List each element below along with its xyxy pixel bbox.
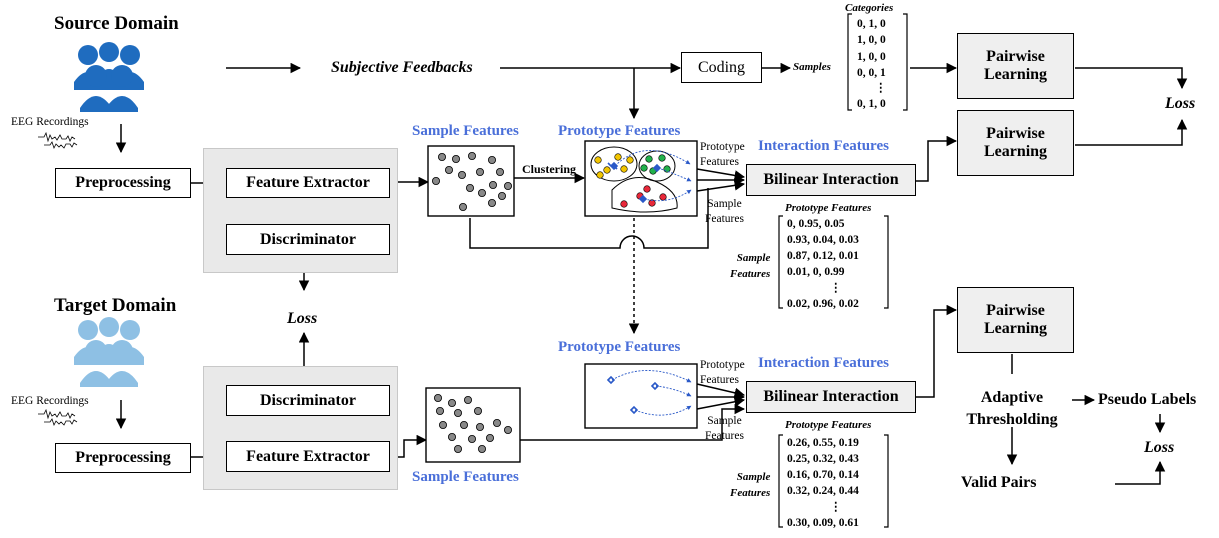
label-line: Features	[730, 267, 771, 280]
target-loss-label: Loss	[1144, 439, 1175, 456]
box-line: Learning	[983, 66, 1048, 83]
matrix-row: 0.30, 0.09, 0.61	[787, 517, 859, 529]
target-prototype-features-label: Prototype Features	[558, 339, 681, 355]
label-line: Adaptive	[980, 389, 1044, 406]
matrix-row: 0, 0.95, 0.05	[787, 218, 845, 230]
target-preprocessing-box: Preprocessing	[55, 443, 191, 473]
label-line: Prototype	[700, 359, 745, 371]
target-feature-extractor-box: Feature Extractor	[226, 441, 390, 472]
target-matrix-side-label: Sample Features	[730, 470, 770, 502]
matrix-row: ⋮	[830, 282, 842, 294]
domain-loss-label: Loss	[287, 310, 318, 327]
matrix-row: 0.26, 0.55, 0.19	[787, 437, 859, 449]
samples-label: Samples	[793, 61, 831, 73]
label-line: Features	[730, 486, 771, 499]
source-preprocessing-box: Preprocessing	[55, 168, 191, 198]
target-interaction-features-label: Interaction Features	[758, 355, 889, 371]
target-domain-title: Target Domain	[54, 295, 177, 316]
label-line: Sample	[736, 471, 771, 483]
matrix-row: 1, 0, 0	[857, 34, 886, 46]
valid-pairs-label: Valid Pairs	[961, 474, 1037, 491]
label-line: Features	[700, 155, 739, 168]
source-prototype-input-label: Prototype Features	[700, 140, 745, 170]
source-interaction-features-label: Interaction Features	[758, 138, 889, 154]
coding-box: Coding	[681, 52, 762, 83]
source-domain-title: Source Domain	[54, 13, 179, 34]
box-line: Pairwise	[986, 302, 1045, 319]
label-line: Sample	[707, 198, 742, 210]
source-matrix-side-label: Sample Features	[730, 251, 770, 283]
target-sample-features-label: Sample Features	[412, 469, 519, 485]
target-bilinear-box: Bilinear Interaction	[746, 381, 916, 413]
matrix-row: ⋮	[830, 501, 842, 513]
label-line: Sample	[707, 415, 742, 427]
box-line: Pairwise	[986, 48, 1045, 65]
source-pairwise-learning-mid: Pairwise Learning	[957, 110, 1074, 176]
matrix-row: 0.87, 0.12, 0.01	[787, 250, 859, 262]
sample-points	[431, 151, 512, 211]
label-line: Features	[705, 429, 744, 442]
source-matrix-title: Prototype Features	[785, 202, 872, 214]
target-discriminator-box: Discriminator	[226, 385, 390, 416]
matrix-row: ⋮	[875, 82, 887, 94]
subjective-feedbacks-label: Subjective Feedbacks	[331, 59, 473, 76]
matrix-row: 0.01, 0, 0.99	[787, 266, 845, 278]
source-eeg-label: EEG Recordings	[11, 116, 89, 128]
label-line: Features	[700, 373, 739, 386]
label-line: Features	[705, 212, 744, 225]
source-discriminator-box: Discriminator	[226, 224, 390, 255]
source-feature-extractor-box: Feature Extractor	[226, 168, 390, 198]
matrix-row: 0.16, 0.70, 0.14	[787, 469, 859, 481]
eeg-wave-icon	[38, 408, 76, 420]
matrix-row: 0.02, 0.96, 0.02	[787, 298, 859, 310]
matrix-row: 0, 0, 1	[857, 67, 886, 79]
target-prototype-input-label: Prototype Features	[700, 358, 745, 388]
pseudo-labels-label: Pseudo Labels	[1098, 391, 1197, 408]
eeg-wave-icon	[38, 131, 76, 143]
source-sample-input-label: Sample Features	[705, 197, 744, 227]
source-loss-label: Loss	[1165, 95, 1196, 112]
target-pairwise-learning-box: Pairwise Learning	[957, 287, 1074, 353]
target-sample-input-label: Sample Features	[705, 414, 744, 444]
matrix-row: 0, 1, 0	[857, 98, 886, 110]
clustering-label: Clustering	[522, 162, 576, 176]
source-pairwise-learning-top: Pairwise Learning	[957, 33, 1074, 99]
target-eeg-label: EEG Recordings	[11, 395, 89, 407]
target-people-icon	[74, 317, 144, 387]
matrix-row: 0.93, 0.04, 0.03	[787, 234, 859, 246]
box-line: Learning	[983, 143, 1048, 160]
label-line: Sample	[736, 252, 771, 264]
source-people-icon	[74, 42, 144, 112]
source-prototype-features-label: Prototype Features	[558, 123, 681, 139]
matrix-row: 0, 1, 0	[857, 18, 886, 30]
box-line: Learning	[983, 320, 1048, 337]
adaptive-thresholding-label: Adaptive Thresholding	[956, 387, 1068, 430]
categories-label: Categories	[845, 2, 894, 14]
matrix-row: 1, 0, 0	[857, 51, 886, 63]
source-sample-features-label: Sample Features	[412, 123, 519, 139]
label-line: Thresholding	[966, 410, 1058, 428]
target-matrix-title: Prototype Features	[785, 419, 872, 431]
matrix-row: 0.32, 0.24, 0.44	[787, 485, 859, 497]
source-bilinear-box: Bilinear Interaction	[746, 164, 916, 196]
box-line: Pairwise	[986, 125, 1045, 142]
label-line: Prototype	[700, 141, 745, 153]
matrix-row: 0.25, 0.32, 0.43	[787, 453, 859, 465]
